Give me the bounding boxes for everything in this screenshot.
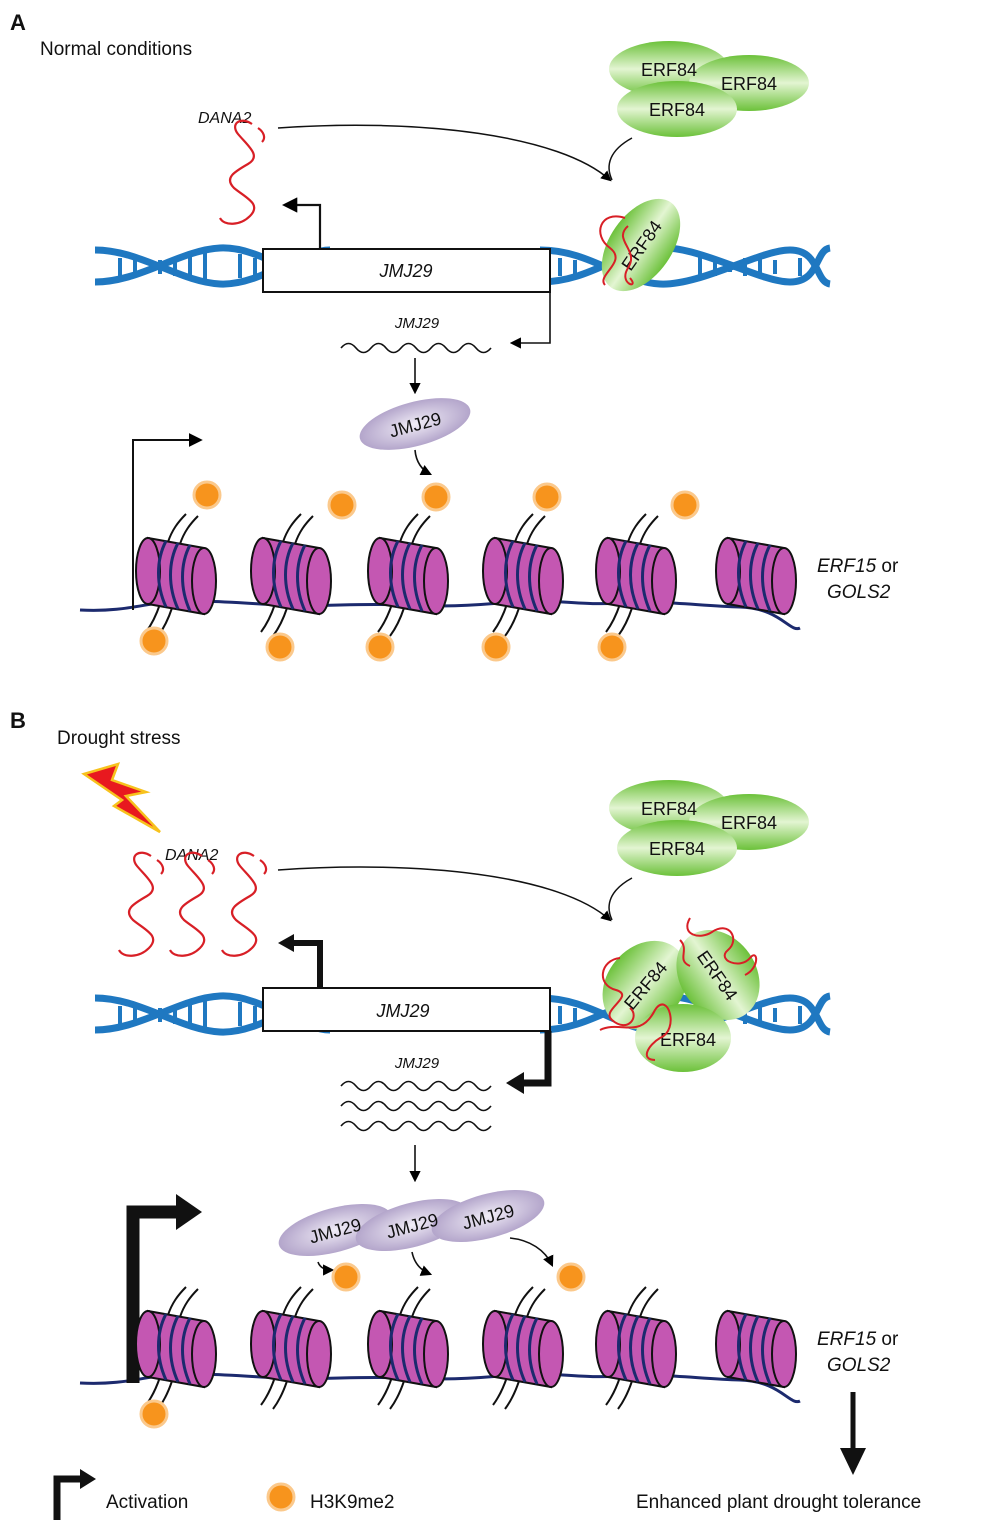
h3k9me2-mark xyxy=(327,490,357,520)
jmj29-tss-arrow xyxy=(281,197,322,249)
h3k9me2-mark xyxy=(139,1399,169,1429)
panel-a-condition: Normal conditions xyxy=(40,39,192,60)
nucleosome xyxy=(714,536,798,616)
h3k9me2-mark xyxy=(532,482,562,512)
transcription-arrow xyxy=(520,1031,552,1087)
h3k9me2-mark xyxy=(192,480,222,510)
erf84-bound: ERF84 xyxy=(599,198,681,292)
dana2-rna xyxy=(220,851,268,957)
nucleosome xyxy=(481,1286,565,1410)
nucleosome xyxy=(481,513,565,637)
h3k9me2-mark xyxy=(139,626,169,656)
erf84-bound-trimer: ERF84 ERF84 ERF84 xyxy=(599,917,760,1072)
dana2-label: DANA2 xyxy=(198,110,251,127)
h3k9me2-mark xyxy=(365,632,395,662)
nucleosome xyxy=(134,1286,218,1410)
dana2-label: DANA2 xyxy=(165,847,218,864)
jmj29-gene-label: JMJ29 xyxy=(375,1001,429,1021)
erf84-label: ERF84 xyxy=(649,839,705,859)
jmj29-mrna xyxy=(340,1080,492,1092)
panel-b-condition: Drought stress xyxy=(57,728,181,749)
transcription-arrow xyxy=(509,292,551,349)
jmj29-mrna xyxy=(340,1120,492,1132)
dna-helix xyxy=(94,244,832,288)
jmj29-proteins: JMJ29 JMJ29 JMJ29 xyxy=(278,1189,545,1257)
nucleosome-array xyxy=(134,513,798,637)
h3k9me2-mark xyxy=(670,490,700,520)
nucleosome xyxy=(594,1286,678,1410)
jmj29-mrna xyxy=(340,342,492,354)
dana2-rna xyxy=(117,851,165,957)
jmj29-mrna-label: JMJ29 xyxy=(394,1055,440,1072)
legend: Activation H3K9me2 Enhanced plant drough… xyxy=(53,1469,921,1520)
jmj29-gene-label: JMJ29 xyxy=(378,261,432,281)
jmj29-mrna-label: JMJ29 xyxy=(394,315,440,332)
demethylation-arrow xyxy=(414,449,433,476)
target-gene-label: ERF15 or xyxy=(817,556,899,577)
jmj29-protein xyxy=(431,1189,545,1243)
activation-legend-icon xyxy=(53,1475,82,1520)
target-tss-arrow xyxy=(126,1205,180,1383)
target-gene-label-2: GOLS2 xyxy=(827,1355,891,1376)
erf84-label: ERF84 xyxy=(660,1030,716,1050)
jmj29-mrna xyxy=(340,1100,492,1112)
panel-b-letter: B xyxy=(10,708,26,733)
binding-arrow xyxy=(608,137,633,181)
erf84-trimer: ERF84 ERF84 ERF84 xyxy=(609,41,809,137)
nucleosome-array xyxy=(134,1286,798,1410)
h3k9me2-mark xyxy=(421,482,451,512)
drought-lightning-icon xyxy=(81,762,161,834)
demethylation-arrow xyxy=(411,1251,433,1276)
erf84-label: ERF84 xyxy=(649,100,705,120)
binding-arrow xyxy=(277,124,612,182)
h3k9me2-legend-icon xyxy=(266,1482,296,1512)
dana2-rna xyxy=(218,119,266,225)
demethylation-arrow xyxy=(317,1261,335,1276)
nucleosome xyxy=(134,513,218,637)
jmj29-gene-box xyxy=(262,248,551,293)
h3k9me2-mark xyxy=(481,632,511,662)
target-gene-label: ERF15 or xyxy=(817,1329,899,1350)
jmj29-tss-arrow xyxy=(290,940,323,988)
jmj29-protein xyxy=(359,398,471,450)
panel-a-letter: A xyxy=(10,10,26,35)
erf84-label: ERF84 xyxy=(721,813,777,833)
erf84-label: ERF84 xyxy=(641,799,697,819)
h3k9me2-legend-label: H3K9me2 xyxy=(310,1492,395,1513)
erf84-trimer: ERF84 ERF84 ERF84 xyxy=(609,780,809,876)
dana2-rna xyxy=(168,851,216,957)
nucleosome xyxy=(366,513,450,637)
nucleosome xyxy=(366,1286,450,1410)
nucleosome xyxy=(594,513,678,637)
nucleosome xyxy=(249,1286,333,1410)
demethylation-arrow xyxy=(509,1237,554,1268)
binding-arrow xyxy=(277,866,612,922)
erf84-label: ERF84 xyxy=(721,74,777,94)
panel-a: A Normal conditions ERF84 ERF84 ERF84 DA… xyxy=(10,10,899,662)
target-tss-arrow xyxy=(132,433,203,610)
h3k9me2-mark xyxy=(265,632,295,662)
binding-arrow xyxy=(608,877,633,921)
erf84-label: ERF84 xyxy=(641,60,697,80)
nucleosome xyxy=(714,1309,798,1389)
jmj29-gene-box xyxy=(262,987,551,1032)
outcome-label: Enhanced plant drought tolerance xyxy=(636,1492,921,1513)
h3k9me2-mark xyxy=(597,632,627,662)
h3k9me2-mark xyxy=(331,1262,361,1292)
target-gene-label-2: GOLS2 xyxy=(827,582,891,603)
activation-legend-label: Activation xyxy=(106,1492,188,1513)
panel-b: B Drought stress ERF84 ERF84 ERF84 DANA2 xyxy=(10,708,899,1475)
nucleosome xyxy=(249,513,333,637)
h3k9me2-mark xyxy=(556,1262,586,1292)
